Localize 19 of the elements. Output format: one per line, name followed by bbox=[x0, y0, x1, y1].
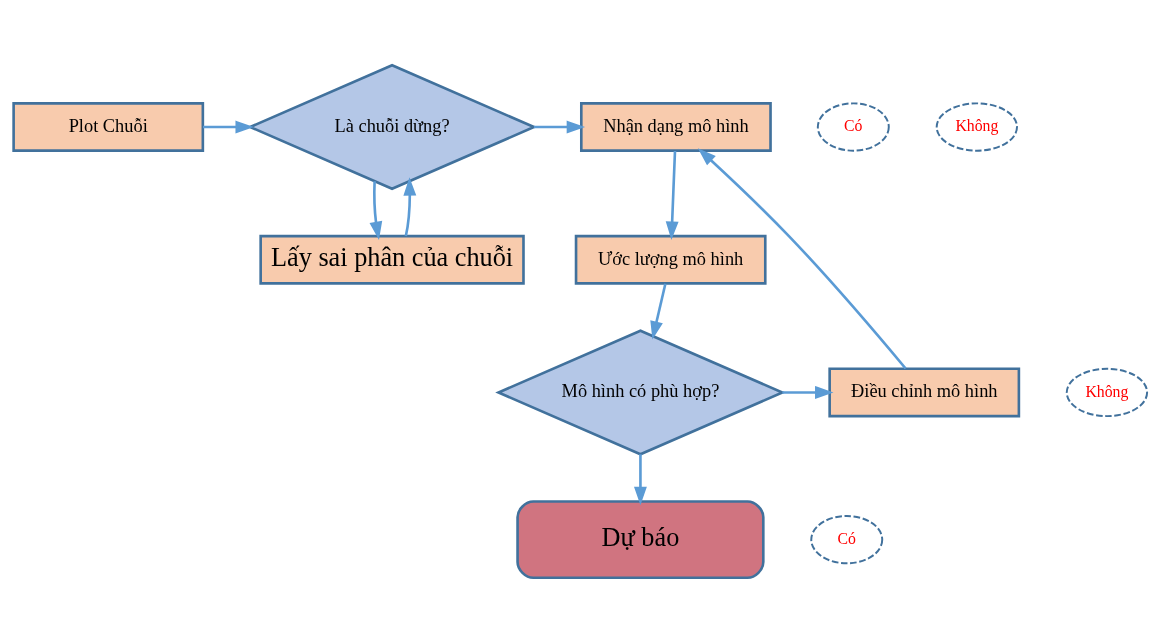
arrow bbox=[782, 386, 834, 399]
node-box: Điều chỉnh mô hình bbox=[828, 367, 1021, 418]
node-ellipse: Không bbox=[935, 102, 1018, 152]
node-box: Ước lượng mô hình bbox=[574, 234, 767, 285]
arrow bbox=[650, 283, 667, 340]
node-box: Nhận dạng mô hình bbox=[580, 102, 772, 152]
arrow bbox=[534, 120, 586, 134]
node-ellipse: Có bbox=[810, 515, 884, 565]
arrow bbox=[634, 454, 647, 506]
node-box: Dự báo bbox=[516, 500, 765, 580]
node-box: Lấy sai phân của chuỗi bbox=[259, 234, 525, 285]
node-ellipse: Không bbox=[1065, 367, 1149, 418]
arrow bbox=[665, 150, 679, 240]
arrow bbox=[697, 148, 907, 370]
node-box: Plot Chuỗi bbox=[12, 102, 205, 152]
arrow bbox=[369, 181, 383, 240]
arrow bbox=[403, 177, 417, 237]
arrow bbox=[203, 120, 254, 134]
node-ellipse: Có bbox=[816, 102, 890, 152]
